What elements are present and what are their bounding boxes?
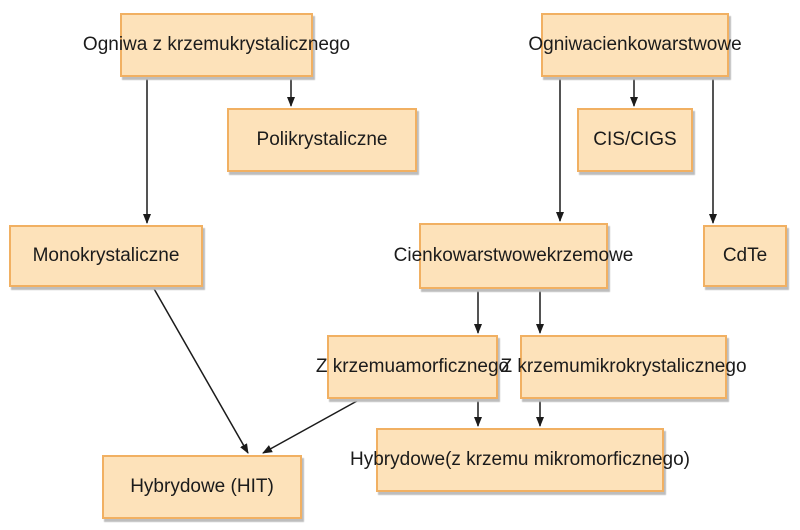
node-label-line: Ogniwa z krzemu (82, 34, 230, 55)
node-label-line: krystalicznego (229, 34, 351, 55)
node-cdte: CdTe (703, 225, 787, 287)
arrow-amorphous-to-hybrid-hit (262, 400, 358, 454)
node-label-line: mikrokrystalicznego (579, 356, 747, 377)
node-label-line: CIS/CIGS (593, 129, 677, 150)
node-thin-film-cells: Ogniwa cienkowarstwowe (528, 13, 742, 77)
node-label-line: CdTe (722, 245, 768, 266)
node-hybrid-micromorph: Hybrydowe (z krzemu mikromorficznego) (350, 428, 690, 492)
node-label-line: Monokrystaliczne (32, 245, 180, 266)
node-label-line: cienkowarstwowe (592, 34, 742, 55)
node-label-line: Polikrystaliczne (256, 129, 388, 150)
node-amorphous-silicon: Z krzemu amorficznego (316, 335, 509, 399)
node-label-line: Hybrydowe (HIT) (130, 476, 274, 497)
node-microcrystalline-silicon: Z krzemu mikrokrystalicznego (501, 335, 747, 399)
node-label-line: Hybrydowe (350, 449, 446, 470)
node-label-line: (z krzemu mikromorficznego) (445, 449, 690, 470)
node-label-line: Z krzemu (500, 356, 580, 377)
node-thin-film-silicon: Cienkowarstwowe krzemowe (394, 223, 633, 289)
node-label-line: krzemowe (546, 245, 634, 266)
node-polycrystalline: Polikrystaliczne (227, 108, 417, 172)
node-monocrystalline: Monokrystaliczne (9, 225, 203, 287)
node-label-line: amorficznego (395, 356, 510, 377)
node-label-line: Ogniwa (528, 34, 593, 55)
node-label-line: Cienkowarstwowe (393, 245, 547, 266)
node-hybrid-hit: Hybrydowe (HIT) (102, 455, 302, 519)
arrow-monocrystalline-to-hybrid-hit (152, 286, 249, 454)
node-cis-cigs: CIS/CIGS (577, 108, 693, 172)
node-label-line: Z krzemu (315, 356, 396, 377)
node-crystalline-silicon-cells: Ogniwa z krzemu krystalicznego (83, 13, 350, 77)
